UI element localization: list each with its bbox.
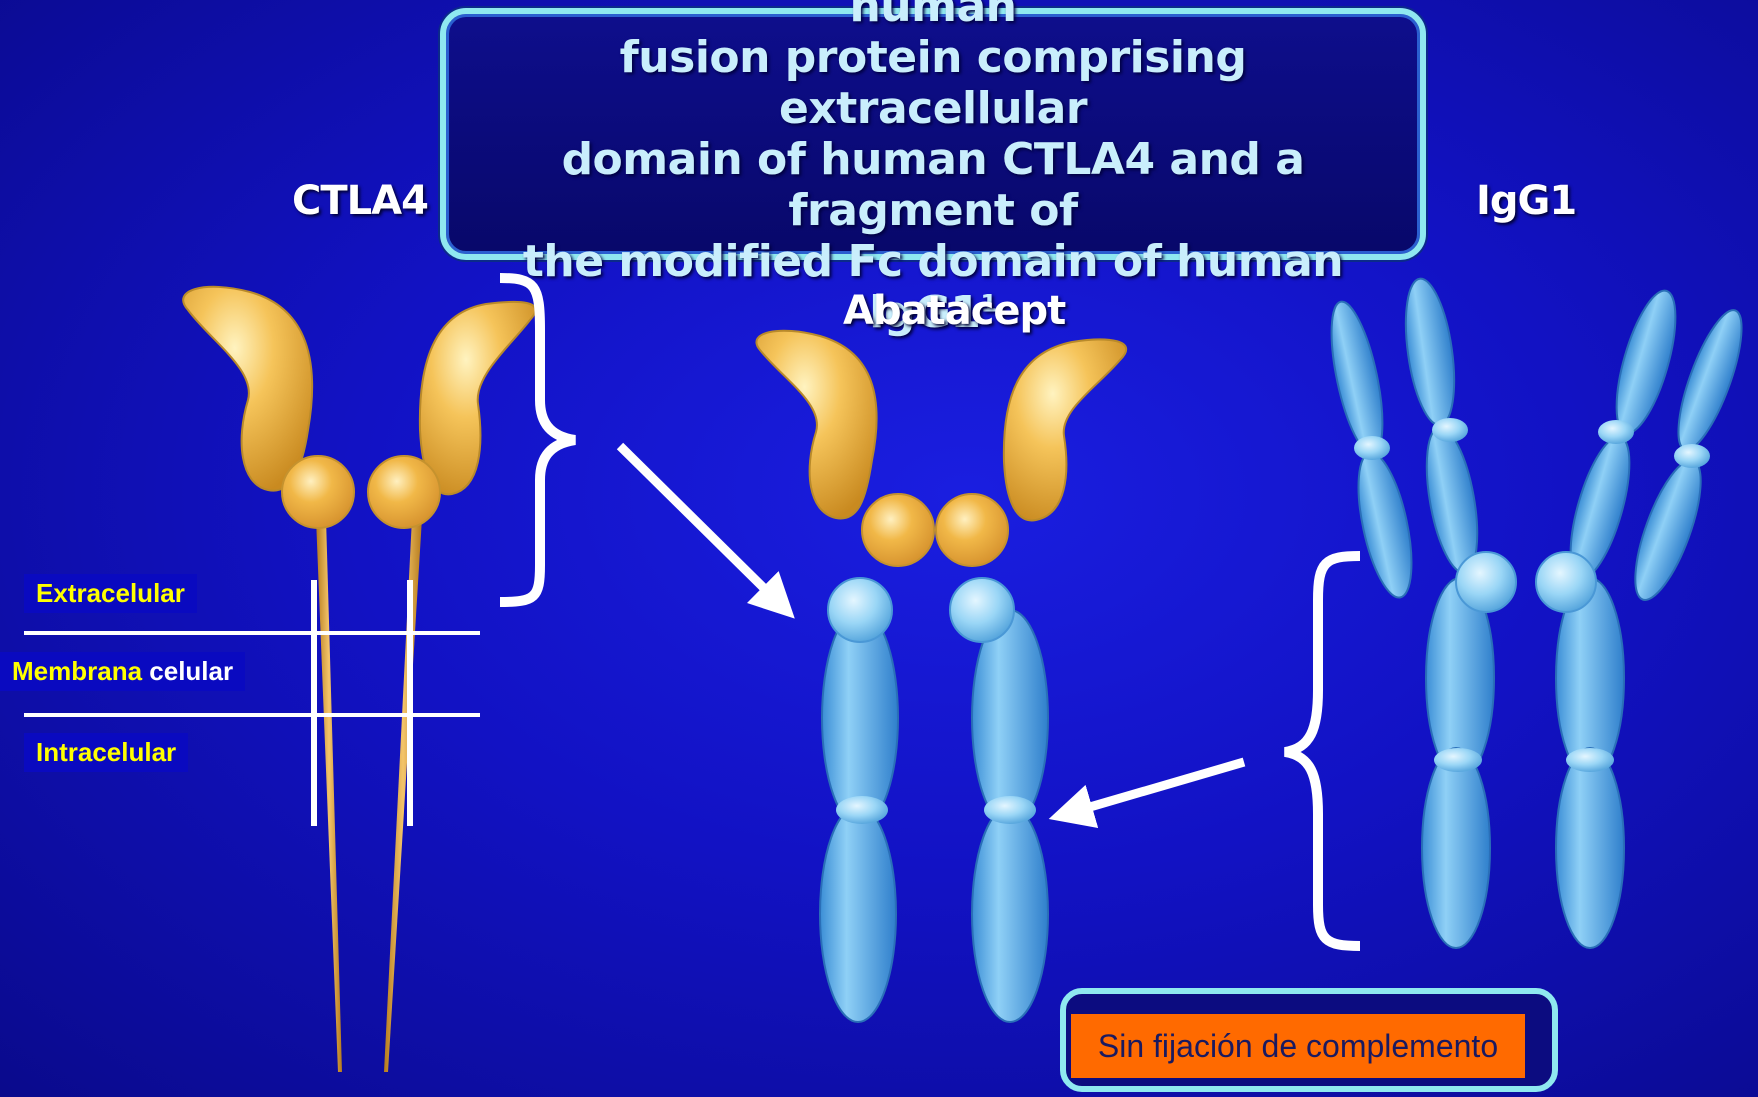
igg1-right-arm-inner-top bbox=[1604, 285, 1687, 439]
title-line-3: domain of human CTLA4 and a fragment of bbox=[562, 134, 1305, 236]
igg1-fc-left-lower bbox=[1422, 748, 1490, 948]
abatacept-label: Abatacept bbox=[843, 288, 1065, 334]
membrane-label-word-2: celular bbox=[149, 656, 233, 686]
igg1-left-arm-inner-top bbox=[1398, 276, 1462, 429]
igg1-hinge-left bbox=[1456, 552, 1516, 612]
abatacept-molecule bbox=[756, 331, 1126, 1022]
igg1-joint-3 bbox=[1598, 420, 1634, 444]
title-box: Abatacept (CTLA4lg) is a recombinant hum… bbox=[440, 8, 1426, 260]
membrane-line-bottom bbox=[24, 713, 480, 717]
ctla4-ball-left bbox=[282, 456, 354, 528]
membrane-post-left bbox=[311, 580, 317, 826]
membrane-label: Membrana celular bbox=[0, 652, 245, 691]
arrow-igg1-to-abatacept bbox=[1066, 762, 1244, 814]
igg1-left-arm-outer-bottom bbox=[1348, 448, 1422, 602]
abatacept-fc-left-lower bbox=[820, 806, 896, 1022]
extracellular-label: Extracelular bbox=[24, 574, 197, 613]
abatacept-hinge-right bbox=[950, 578, 1014, 642]
igg1-right-arm-outer-bottom bbox=[1622, 453, 1714, 607]
igg1-fc-brace bbox=[1285, 556, 1360, 946]
ctla4-ball-right bbox=[368, 456, 440, 528]
ctla4-stalk-left bbox=[316, 518, 342, 1072]
igg1-label: IgG1 bbox=[1476, 178, 1576, 224]
igg1-joint-1 bbox=[1354, 436, 1390, 460]
abatacept-bean-left bbox=[756, 331, 876, 519]
abatacept-gold-ball-left bbox=[862, 494, 934, 566]
complement-badge: Sin fijación de complemento bbox=[1071, 1014, 1525, 1078]
abatacept-joint-right bbox=[984, 796, 1036, 824]
igg1-fc-joint-left bbox=[1434, 748, 1482, 772]
membrane-label-word-1: Membrana bbox=[12, 656, 142, 686]
title-line-2: fusion protein comprising extracellular bbox=[620, 32, 1247, 134]
igg1-hinge-right bbox=[1536, 552, 1596, 612]
membrane-line-top bbox=[24, 631, 480, 635]
igg1-fc-right-lower bbox=[1556, 748, 1624, 948]
igg1-right-arm-outer-top bbox=[1666, 304, 1754, 457]
ctla4-bean-left bbox=[183, 287, 312, 491]
igg1-fc-joint-right bbox=[1566, 748, 1614, 772]
abatacept-hinge-left bbox=[828, 578, 892, 642]
title-line-1: Abatacept (CTLA4lg) is a recombinant hum… bbox=[471, 0, 1395, 32]
abatacept-gold-ball-right bbox=[936, 494, 1008, 566]
igg1-molecule bbox=[1321, 276, 1754, 948]
ctla4-stalk-right bbox=[384, 518, 422, 1072]
ctla4-label: CTLA4 bbox=[292, 178, 428, 224]
arrow-ctla4-to-abatacept bbox=[620, 446, 782, 606]
membrane-post-right bbox=[407, 580, 413, 826]
abatacept-fc-right-lower bbox=[972, 806, 1048, 1022]
igg1-joint-2 bbox=[1432, 418, 1468, 442]
intracellular-label: Intracelular bbox=[24, 733, 188, 772]
igg1-joint-4 bbox=[1674, 444, 1710, 468]
abatacept-joint-left bbox=[836, 796, 888, 824]
abatacept-bean-right bbox=[1004, 339, 1126, 520]
